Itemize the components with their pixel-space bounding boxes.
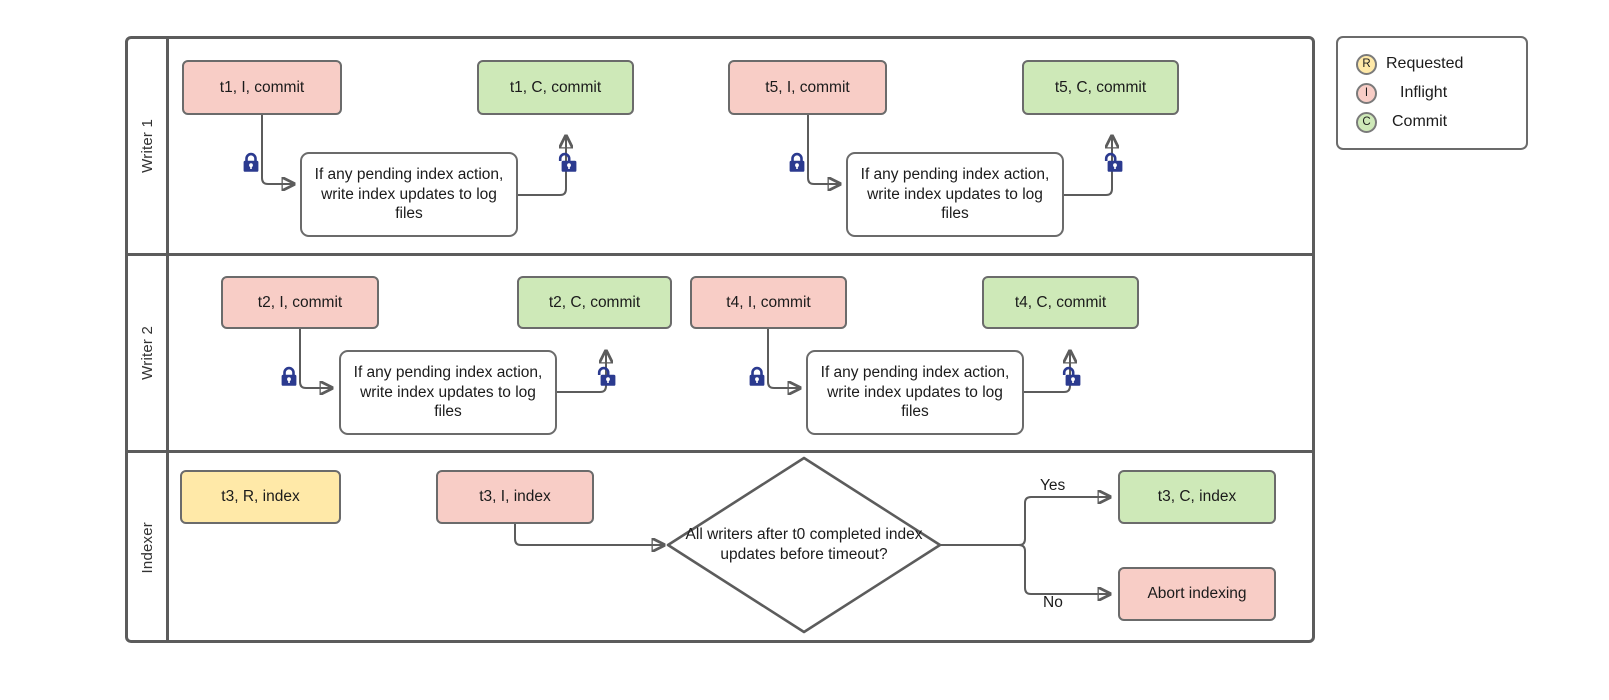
lane-divider-1 xyxy=(128,253,1312,256)
lock-closed-icon xyxy=(786,152,808,174)
node-w2-t4-inflight[interactable]: t4, I, commit xyxy=(690,276,847,329)
legend-item-commit: C Commit xyxy=(1356,109,1516,135)
legend-badge-inflight: I xyxy=(1356,82,1377,104)
legend-item-requested: R Requested xyxy=(1356,51,1516,77)
lane-label-writer2: Writer 2 xyxy=(138,326,156,380)
lane-header-writer2: Writer 2 xyxy=(128,256,169,450)
lock-closed-icon xyxy=(278,366,300,388)
node-w1-t5-inflight[interactable]: t5, I, commit xyxy=(728,60,887,115)
lock-closed-icon xyxy=(746,366,768,388)
node-w1-t1-inflight[interactable]: t1, I, commit xyxy=(182,60,342,115)
node-w2-t2-commit[interactable]: t2, C, commit xyxy=(517,276,672,329)
node-ix-abort[interactable]: Abort indexing xyxy=(1118,567,1276,621)
node-w1-process-a[interactable]: If any pending index action, write index… xyxy=(300,152,518,237)
lock-closed-icon xyxy=(240,152,262,174)
node-ix-decision[interactable]: All writers after t0 completed index upd… xyxy=(665,455,943,635)
lane-header-writer1: Writer 1 xyxy=(128,39,169,253)
node-w2-t2-inflight[interactable]: t2, I, commit xyxy=(221,276,379,329)
node-ix-t3-inflight[interactable]: t3, I, index xyxy=(436,470,594,524)
node-w1-t1-commit[interactable]: t1, C, commit xyxy=(477,60,634,115)
lane-label-indexer: Indexer xyxy=(138,521,156,574)
node-ix-t3-commit[interactable]: t3, C, index xyxy=(1118,470,1276,524)
lane-header-indexer: Indexer xyxy=(128,453,169,642)
legend-badge-requested: R xyxy=(1356,53,1377,75)
node-w2-process-b[interactable]: If any pending index action, write index… xyxy=(806,350,1024,435)
legend: R Requested I Inflight C Commit xyxy=(1336,36,1528,150)
lock-open-icon xyxy=(595,366,617,388)
edge-label-no: No xyxy=(1043,594,1063,611)
node-w1-process-b[interactable]: If any pending index action, write index… xyxy=(846,152,1064,237)
node-w2-t4-commit[interactable]: t4, C, commit xyxy=(982,276,1139,329)
legend-item-inflight: I Inflight xyxy=(1356,80,1516,106)
lane-label-writer1: Writer 1 xyxy=(138,119,156,173)
node-w2-process-a[interactable]: If any pending index action, write index… xyxy=(339,350,557,435)
lock-open-icon xyxy=(556,152,578,174)
edge-label-yes: Yes xyxy=(1040,477,1066,494)
node-ix-t3-requested[interactable]: t3, R, index xyxy=(180,470,341,524)
lock-open-icon xyxy=(1102,152,1124,174)
legend-label-inflight: Inflight xyxy=(1400,84,1448,101)
lane-divider-2 xyxy=(128,450,1312,453)
legend-label-requested: Requested xyxy=(1386,55,1464,72)
legend-label-commit: Commit xyxy=(1392,113,1448,130)
legend-badge-commit: C xyxy=(1356,111,1377,133)
lock-open-icon xyxy=(1060,366,1082,388)
node-w1-t5-commit[interactable]: t5, C, commit xyxy=(1022,60,1179,115)
